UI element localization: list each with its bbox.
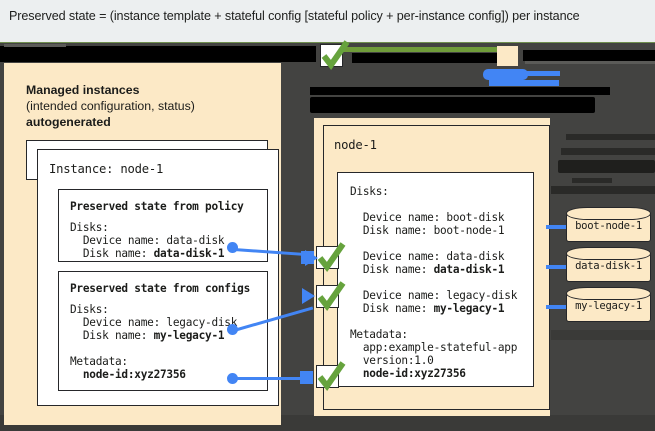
redacted-bar-mid-2 bbox=[310, 97, 595, 113]
configs-line-diskname: Disk name: my-legacy-1 bbox=[70, 329, 225, 342]
connector-line-configs-meta bbox=[234, 377, 306, 380]
redacted-bar-mid-1 bbox=[310, 87, 610, 95]
redacted-bar-top-right-thin bbox=[525, 61, 655, 64]
disk-cylinder-legacy: my-legacy-1 bbox=[566, 287, 651, 325]
connector-dot-policy bbox=[227, 242, 238, 253]
redacted-bar-right-3 bbox=[558, 160, 655, 173]
configs-line-device: Device name: legacy-disk bbox=[70, 316, 238, 329]
node-legacy-diskname-prefix: Disk name: bbox=[350, 302, 434, 315]
redacted-bar-right-5 bbox=[551, 186, 655, 194]
policy-diskname-prefix: Disk name: bbox=[70, 247, 154, 260]
configs-heading: Preserved state from configs bbox=[70, 282, 251, 295]
node-data-diskname-prefix: Disk name: bbox=[350, 263, 434, 276]
node-disks-box: Disks: Device name: boot-disk Disk name:… bbox=[337, 172, 534, 387]
node-metadata-version: version:1.0 bbox=[350, 354, 434, 367]
node-boot-device: Device name: boot-disk bbox=[350, 211, 505, 224]
node-legacy-device: Device name: legacy-disk bbox=[350, 289, 518, 302]
caption-text: Preserved state = (instance template + s… bbox=[9, 9, 580, 23]
connector-arrow-policy bbox=[305, 250, 318, 266]
redacted-bar-right-1 bbox=[566, 134, 655, 140]
redacted-bar-top-left-thin bbox=[4, 44, 66, 47]
policy-line-device: Device name: data-disk bbox=[70, 234, 225, 247]
disk-cylinder-top bbox=[566, 207, 651, 220]
check-mark-icon bbox=[317, 361, 346, 392]
node-boot-diskname-prefix: Disk name: bbox=[350, 224, 434, 237]
policy-diskname-value: data-disk-1 bbox=[153, 247, 225, 260]
managed-instances-title: Managed instances bbox=[26, 83, 140, 97]
disk-cylinder-top bbox=[566, 287, 651, 300]
connector-arrow-configs-disk bbox=[302, 288, 315, 304]
node-legacy-diskname-value: my-legacy-1 bbox=[433, 302, 505, 315]
check-mark-icon bbox=[317, 281, 346, 312]
instance-label: Instance: node-1 bbox=[49, 162, 164, 176]
node-boot-diskname-value: boot-node-1 bbox=[433, 224, 505, 237]
disk-link-legacy bbox=[546, 305, 570, 309]
node-metadata-heading: Metadata: bbox=[350, 328, 408, 341]
configs-metadata-value: node-id:xyz27356 bbox=[82, 368, 186, 381]
connector-dot-configs-disk bbox=[227, 324, 238, 335]
policy-heading: Preserved state from policy bbox=[70, 200, 244, 213]
preserved-state-policy-box: Preserved state from policy Disks: Devic… bbox=[58, 189, 268, 262]
disk-cylinder-data: data-disk-1 bbox=[566, 247, 651, 285]
panel-marker-top bbox=[497, 46, 518, 66]
disk-cylinder-label: my-legacy-1 bbox=[575, 300, 642, 312]
node-disks-heading: Disks: bbox=[350, 185, 389, 198]
redacted-bar-top-right bbox=[523, 50, 655, 61]
configs-line-disks: Disks: bbox=[70, 303, 109, 316]
check-badge-data-disk bbox=[316, 242, 346, 273]
node-metadata-nodeid: node-id:xyz27356 bbox=[350, 367, 466, 380]
disk-link-data bbox=[546, 265, 570, 269]
managed-instances-subtitle: (intended configuration, status) bbox=[26, 99, 195, 113]
policy-line-disks: Disks: bbox=[70, 221, 109, 234]
redacted-bar-top-left bbox=[0, 46, 316, 62]
node-metadata-app: app:example-stateful-app bbox=[350, 341, 518, 354]
configs-diskname-value: my-legacy-1 bbox=[153, 329, 225, 342]
connector-dot-configs-meta bbox=[227, 373, 238, 384]
connector-end-configs-meta bbox=[300, 371, 313, 384]
node-legacy-diskname: Disk name: my-legacy-1 bbox=[350, 302, 505, 315]
node-data-device: Device name: data-disk bbox=[350, 250, 505, 263]
managed-instances-panel: Managed instances (intended configuratio… bbox=[4, 63, 281, 425]
configs-diskname-prefix: Disk name: bbox=[70, 329, 154, 342]
blue-highlight-line-2 bbox=[489, 80, 559, 86]
node-boot-diskname: Disk name: boot-node-1 bbox=[350, 224, 505, 237]
caption-band: Preserved state = (instance template + s… bbox=[0, 0, 655, 43]
disk-cylinder-label: boot-node-1 bbox=[575, 220, 642, 232]
check-mark-icon bbox=[321, 40, 350, 71]
configs-metadata-nodeid: node-id:xyz27356 bbox=[70, 368, 186, 381]
instance-card: Instance: node-1 Preserved state from po… bbox=[37, 149, 279, 406]
configs-metadata-indent bbox=[70, 368, 83, 381]
disk-cylinder-boot: boot-node-1 bbox=[566, 207, 651, 245]
redacted-bar-bottom-right bbox=[551, 330, 655, 340]
redacted-bar-right-2 bbox=[561, 148, 655, 155]
blue-highlight-blob bbox=[483, 69, 528, 80]
node-label: node-1 bbox=[334, 138, 377, 152]
check-badge-metadata bbox=[316, 361, 346, 392]
node-data-diskname: Disk name: data-disk-1 bbox=[350, 263, 505, 276]
redacted-bar-top-mid bbox=[352, 53, 497, 63]
check-badge-legacy-disk bbox=[316, 281, 346, 312]
policy-line-diskname: Disk name: data-disk-1 bbox=[70, 247, 225, 260]
green-rule-top bbox=[330, 47, 502, 52]
node-data-diskname-value: data-disk-1 bbox=[433, 263, 505, 276]
configs-metadata-heading: Metadata: bbox=[70, 355, 128, 368]
managed-instances-autogenerated: autogenerated bbox=[26, 115, 111, 129]
disk-link-boot bbox=[546, 225, 570, 229]
blue-highlight-line-1 bbox=[510, 71, 560, 76]
redacted-bar-right-4 bbox=[572, 178, 612, 183]
check-badge-top bbox=[320, 40, 350, 71]
disk-cylinder-top bbox=[566, 247, 651, 260]
check-mark-icon bbox=[317, 242, 346, 273]
disk-cylinder-label: data-disk-1 bbox=[575, 260, 642, 272]
